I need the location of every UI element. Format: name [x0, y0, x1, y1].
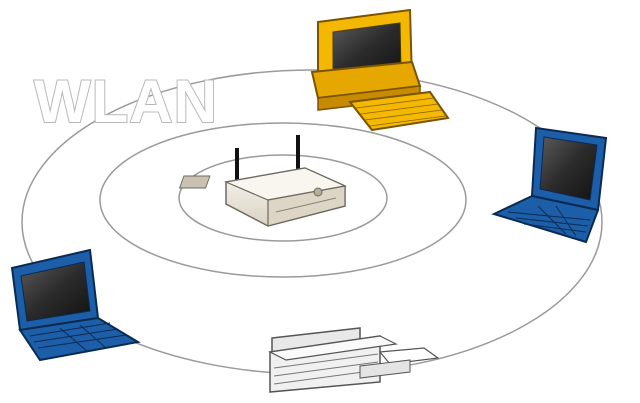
laptop-icon: [10, 248, 141, 362]
middle-ring: [99, 122, 467, 278]
desktop-computer-icon: [310, 8, 450, 132]
laptop-icon: [491, 126, 608, 244]
inner-ring: [178, 154, 388, 242]
router-icon: [178, 135, 348, 227]
printer-icon: [268, 327, 440, 393]
diagram-title: WLAN: [34, 68, 218, 135]
